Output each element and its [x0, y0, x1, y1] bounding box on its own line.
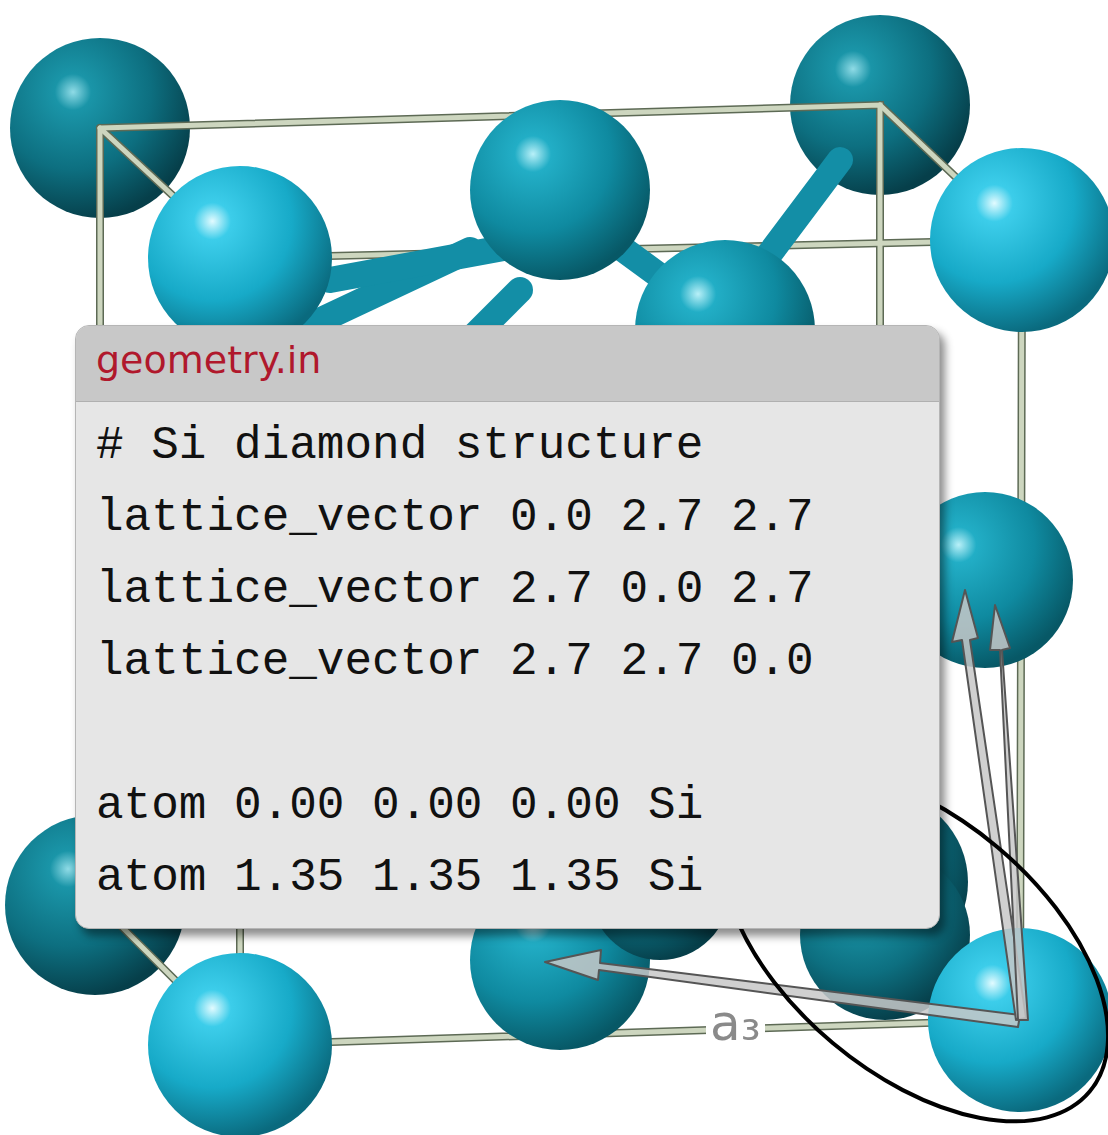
code-line: lattice_vector 2.7 2.7 0.0	[96, 626, 919, 698]
code-panel: geometry.in# Si diamond structurelattice…	[75, 325, 940, 929]
code-line: lattice_vector 0.0 2.7 2.7	[96, 482, 919, 554]
vector-label: a₃	[706, 996, 765, 1051]
code-line: atom 0.00 0.00 0.00 Si	[96, 770, 919, 842]
si-atom	[930, 148, 1108, 332]
si-atom	[148, 953, 332, 1135]
code-line: atom 1.35 1.35 1.35 Si	[96, 842, 919, 914]
file-name-heading: geometry.in	[76, 326, 939, 402]
code-line: # Si diamond structure	[96, 410, 919, 482]
si-atom	[148, 166, 332, 350]
si-atom	[470, 100, 650, 280]
code-body: # Si diamond structurelattice_vector 0.0…	[76, 402, 939, 928]
code-line: lattice_vector 2.7 0.0 2.7	[96, 554, 919, 626]
